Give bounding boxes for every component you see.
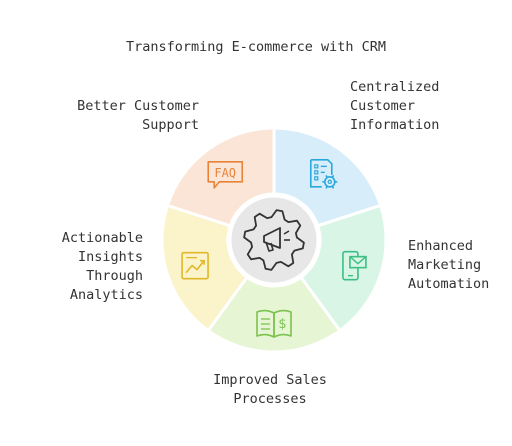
diagram-title: Transforming E-commerce with CRM [125,39,387,55]
book-dollar-icon: $ [256,309,292,338]
label-better-customer-support: Better Customer Support [77,98,199,133]
segment-5 [165,126,276,228]
segment-icons: $ FAQ [181,159,367,338]
label-improved-sales-processes: Improved Sales Processes [213,372,327,407]
faq-icon: FAQ [207,161,244,189]
document-gear-icon [309,159,338,189]
label-centralized-customer-information: Centralized Customer Information [350,79,440,133]
faq-text: FAQ [214,166,236,180]
segment-4 [160,203,250,333]
label-enhanced-marketing-automation: Enhanced Marketing Automation [408,238,490,292]
label-actionable-insights-through-analytics: Actionable Insights Through Analytics [61,230,143,303]
chart-icon [181,251,209,280]
hub-circle [228,194,320,286]
svg-text:$: $ [278,317,286,332]
phone-mail-icon [342,250,367,281]
center-hub [228,194,320,286]
gear-megaphone-icon [243,209,305,271]
